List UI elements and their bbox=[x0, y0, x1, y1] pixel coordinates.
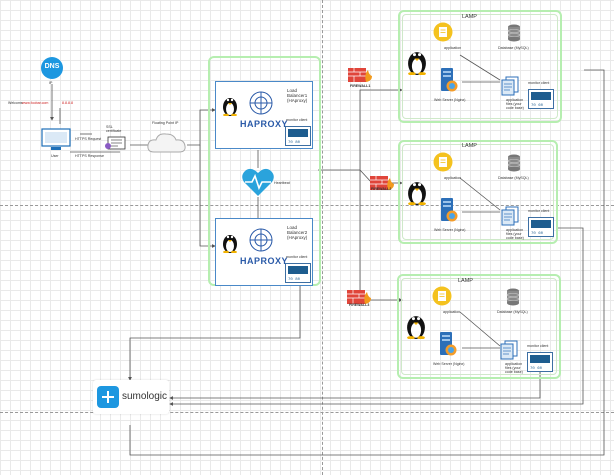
load-balancer-2-label: Load Balancer2 (HAproxy) bbox=[287, 225, 308, 241]
lamp-1-monitor-client: 70 60 bbox=[528, 89, 554, 109]
lamp-stack-1 bbox=[398, 10, 562, 123]
lamp-stack-2 bbox=[398, 140, 558, 244]
firewall-3 bbox=[347, 288, 371, 304]
database-icon bbox=[507, 154, 521, 172]
lamp-2-monitor-label: monitor client bbox=[528, 209, 550, 213]
heartbeat-label: Heartbeat bbox=[274, 181, 290, 185]
firewall-1-label: FIREWALL1 bbox=[350, 84, 371, 88]
computer-icon bbox=[41, 128, 71, 150]
firewall-1 bbox=[348, 66, 372, 82]
application-files-icon bbox=[501, 76, 519, 96]
lamp-2-web-label: Web Server (Nginx) bbox=[434, 228, 466, 232]
heartbeat-icon bbox=[242, 168, 274, 196]
separator-vertical bbox=[322, 0, 323, 475]
lb2-monitor-value: 70 80 bbox=[288, 278, 301, 282]
lamp-1-monitor-label: monitor client bbox=[528, 81, 550, 85]
firewall-icon bbox=[347, 290, 371, 304]
lamp-3-files-label: application files (your code base) bbox=[505, 362, 523, 375]
lamp-2-title: LAMP bbox=[462, 143, 477, 149]
lamp-3-web-label: Web Server (Nginx) bbox=[433, 362, 465, 366]
application-icon bbox=[432, 286, 452, 306]
lamp-3-title: LAMP bbox=[458, 278, 473, 284]
haproxy-globe-icon bbox=[249, 91, 273, 115]
cloud-icon bbox=[147, 133, 186, 153]
certificate-icon bbox=[105, 136, 126, 150]
linux-icon bbox=[406, 177, 428, 206]
lamp-2-monitor-value: 70 60 bbox=[531, 232, 544, 236]
lamp-1-monitor-value: 70 60 bbox=[531, 104, 544, 108]
linux-icon bbox=[223, 235, 237, 253]
lamp-2-monitor-client: 70 60 bbox=[528, 217, 554, 237]
domain-name: www.foobar.com bbox=[22, 101, 49, 105]
lamp-3-monitor-value: 70 60 bbox=[530, 367, 543, 371]
lamp-stack-3 bbox=[397, 274, 561, 379]
load-balancer-2: HAPROXY Load Balancer2 (HAproxy) monitor… bbox=[215, 218, 313, 286]
lamp-2-files-label: application files (your code base) bbox=[506, 228, 524, 241]
separator-horizontal-top bbox=[0, 205, 614, 206]
web-server-icon bbox=[438, 197, 458, 223]
domain-ip: 8.8.8.8 bbox=[62, 101, 73, 105]
lamp-2-app-label: application bbox=[444, 176, 462, 180]
heartbeat-node bbox=[241, 167, 275, 197]
lamp-2-db-label: Database (MySQL) bbox=[498, 176, 529, 180]
lamp-1-files-label: application files (your code base) bbox=[506, 98, 524, 111]
dns-node: DNS bbox=[41, 57, 63, 79]
firewall-icon bbox=[370, 176, 394, 190]
https-request-label: HTTPS Request bbox=[75, 137, 102, 141]
firewall-2-label: FIREWALL2 bbox=[371, 187, 392, 191]
application-files-icon bbox=[500, 340, 518, 360]
floating-ip-label: Floating Point IP bbox=[152, 121, 179, 125]
lb1-monitor-label: monitor client bbox=[286, 118, 308, 122]
user-host-label: User bbox=[51, 154, 59, 158]
application-files-icon bbox=[501, 206, 519, 226]
lamp-1-db-label: Database (MySQL) bbox=[498, 46, 529, 50]
lamp-3-db-label: Database (MySQL) bbox=[497, 310, 528, 314]
load-balancer-1: HAPROXY Load Balancer1 (HAproxy) monitor… bbox=[215, 81, 313, 149]
ssl-certificate-label: SSL certificate bbox=[106, 125, 122, 134]
lamp-1-web-label: Web Server (Nginx) bbox=[434, 98, 466, 102]
haproxy-logo: HAPROXY bbox=[240, 119, 289, 129]
linux-icon bbox=[223, 98, 237, 116]
lb1-monitor-value: 70 80 bbox=[288, 141, 301, 145]
dns-ip-label: IP bbox=[49, 81, 53, 85]
application-icon bbox=[433, 152, 453, 172]
lamp-3-monitor-client: 70 60 bbox=[527, 352, 553, 372]
linux-icon bbox=[406, 47, 428, 76]
ssl-certificate bbox=[104, 136, 126, 150]
dns-label: DNS bbox=[44, 63, 60, 70]
sumologic-plus-icon bbox=[97, 386, 119, 408]
firewall-2 bbox=[370, 174, 394, 190]
web-server-icon bbox=[437, 331, 457, 357]
lamp-3-app-label: application bbox=[443, 310, 461, 314]
lamp-1-app-label: application bbox=[444, 46, 462, 50]
haproxy-globe-icon bbox=[249, 228, 273, 252]
haproxy-logo: HAPROXY bbox=[240, 256, 289, 266]
firewall-icon bbox=[348, 68, 372, 82]
lamp-3-monitor-label: monitor client bbox=[527, 344, 549, 348]
lb2-monitor-client: 70 80 bbox=[285, 263, 311, 283]
domain-prefix: Welcome bbox=[8, 101, 23, 105]
firewall-3-label: FIREWALL3 bbox=[349, 303, 370, 307]
sumologic-brand: sumologic bbox=[122, 391, 168, 402]
database-icon bbox=[507, 24, 521, 42]
cloud-node bbox=[146, 130, 188, 156]
lb2-monitor-label: monitor client bbox=[286, 255, 308, 259]
application-icon bbox=[433, 22, 453, 42]
database-icon bbox=[506, 288, 520, 306]
https-response-label: HTTPS Response bbox=[75, 154, 104, 158]
load-balancer-1-label: Load Balancer1 (HAproxy) bbox=[287, 88, 308, 104]
lamp-1-title: LAMP bbox=[462, 14, 477, 20]
user-computer bbox=[40, 127, 72, 153]
separator-horizontal-bottom bbox=[0, 412, 614, 413]
lb1-monitor-client: 70 80 bbox=[285, 126, 311, 146]
sumologic-node: sumologic bbox=[93, 380, 169, 414]
web-server-icon bbox=[438, 67, 458, 93]
linux-icon bbox=[405, 311, 427, 340]
